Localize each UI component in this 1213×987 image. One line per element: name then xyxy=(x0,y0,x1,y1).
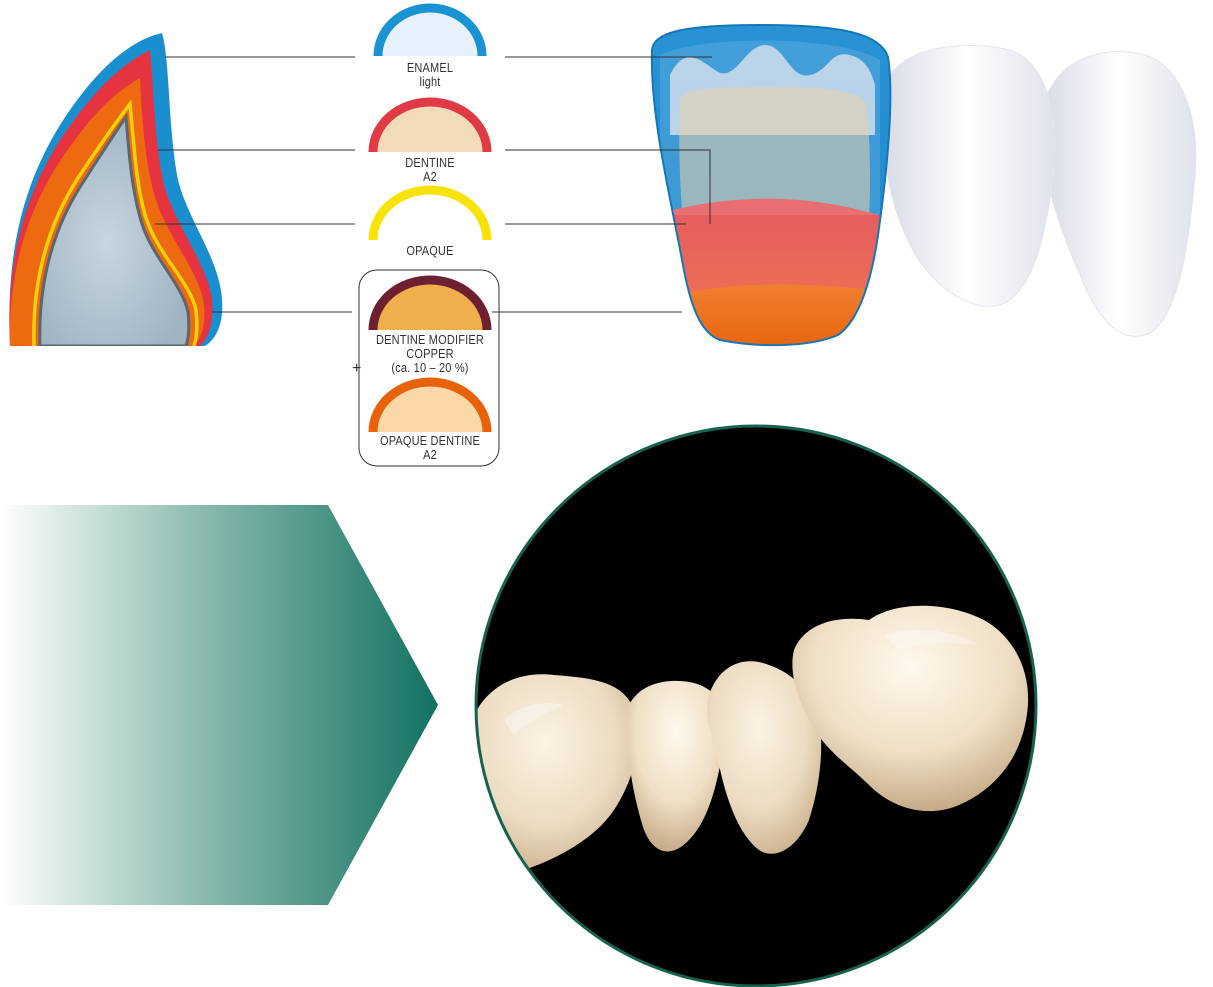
dentine-modifier-shade-icon xyxy=(373,280,487,330)
enamel-label: ENAMEL light xyxy=(386,61,474,89)
opaque-dentine-shade-icon xyxy=(373,382,487,432)
enamel-shade: light xyxy=(386,75,474,89)
opaque-name: OPAQUE xyxy=(386,244,474,258)
enamel-name: ENAMEL xyxy=(386,61,474,75)
shade-icons xyxy=(0,0,1213,470)
dentine-modifier-shade: COPPER xyxy=(368,347,491,361)
dentine-shade-icon xyxy=(373,102,487,152)
dentine-name: DENTINE xyxy=(386,156,474,170)
plus-sign: + xyxy=(352,360,361,378)
dentine-modifier-name: DENTINE MODIFIER xyxy=(368,333,491,347)
chevron-arrow-icon xyxy=(0,500,445,910)
bridge-photo xyxy=(474,420,1038,987)
dentine-modifier-note: (ca. 10 – 20 %) xyxy=(368,361,491,375)
dentine-shade: A2 xyxy=(386,170,474,184)
enamel-shade-icon xyxy=(378,8,482,56)
dentine-label: DENTINE A2 xyxy=(386,156,474,184)
opaque-label: OPAQUE xyxy=(386,244,474,258)
opaque-shade-icon xyxy=(373,190,487,240)
dentine-modifier-label: DENTINE MODIFIER COPPER (ca. 10 – 20 %) xyxy=(368,333,491,375)
